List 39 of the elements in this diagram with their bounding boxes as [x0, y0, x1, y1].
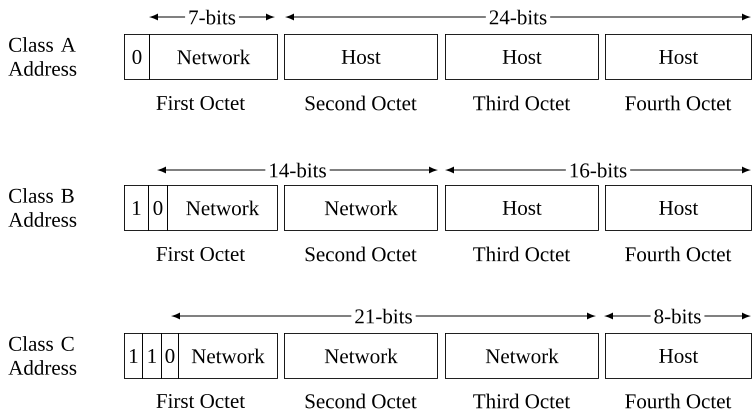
bit-cell: 1 — [142, 333, 162, 379]
dimension-line: 24-bits — [286, 6, 750, 28]
octet-label: Fourth Octet — [625, 96, 732, 110]
octet-label: Second Octet — [306, 394, 417, 408]
class-label: Class C Address — [8, 336, 76, 375]
dimension-line: 21-bits — [172, 306, 595, 326]
octet-label: Third Octet — [473, 96, 570, 110]
class-label: Class B Address — [8, 188, 76, 227]
field-cell: Network — [445, 333, 599, 379]
field-cell: Network — [149, 34, 278, 80]
field-cell: Host — [605, 34, 752, 80]
field-cell: Network — [178, 333, 278, 379]
field-cell: Host — [605, 333, 752, 379]
octet-label: Third Octet — [473, 246, 570, 262]
dimension-line: 8-bits — [605, 306, 750, 326]
dimension-line: 14-bits — [158, 160, 437, 180]
bit-cell: 0 — [148, 185, 168, 231]
octet-label: Second Octet — [306, 246, 417, 262]
dimension-line: 16-bits — [446, 160, 750, 180]
octet-label: Fourth Octet — [625, 246, 732, 262]
field-cell: Host — [284, 34, 438, 80]
field-cell: Network — [284, 333, 438, 379]
dimension-line: 7-bits — [150, 6, 274, 28]
bit-cell: 1 — [124, 185, 149, 231]
bit-cell: 0 — [124, 34, 150, 80]
field-cell: Network — [284, 185, 438, 231]
bit-cell: 1 — [124, 333, 143, 379]
octet-label: Third Octet — [473, 394, 570, 408]
field-cell: Host — [445, 34, 599, 80]
class-label: Class A Address — [8, 37, 76, 76]
octet-label: First Octet — [156, 96, 245, 110]
field-cell: Host — [605, 185, 752, 231]
octet-label: Fourth Octet — [625, 394, 732, 408]
octet-label: First Octet — [156, 394, 245, 408]
octet-label: First Octet — [156, 246, 245, 262]
bit-cell: 0 — [161, 333, 179, 379]
octet-label: Second Octet — [306, 96, 417, 110]
field-cell: Network — [167, 185, 278, 231]
field-cell: Host — [445, 185, 599, 231]
